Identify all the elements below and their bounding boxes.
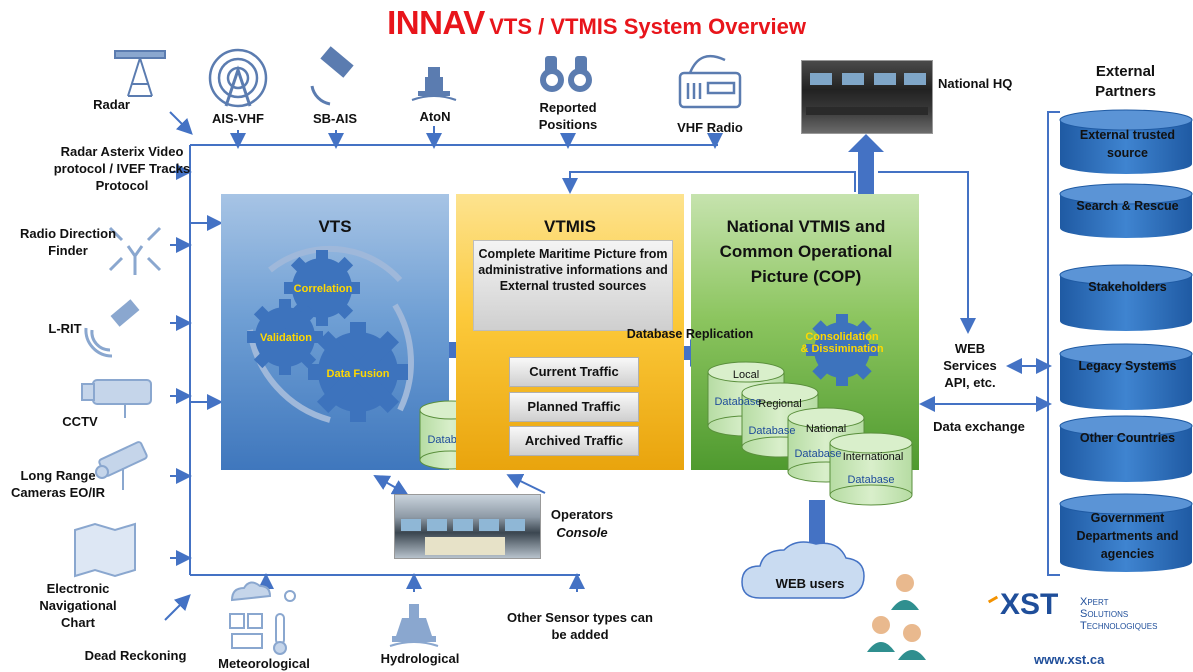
international-db-word: Database xyxy=(847,474,895,486)
correlation-gear-icon xyxy=(284,250,360,326)
dead-reckoning-label: Dead Reckoning xyxy=(84,648,187,663)
enc-label: Electronic Navigational Chart xyxy=(39,581,117,630)
web-services-label: WEB Services API, etc. xyxy=(943,341,997,390)
other-sensor-label: Other Sensor types can be added xyxy=(507,610,653,642)
data-fusion-gear-icon xyxy=(308,322,408,422)
rdf-label: Radio Direction Finder xyxy=(19,226,117,258)
vhf-radio-icon xyxy=(678,54,742,109)
title-rest: VTS / VTMIS System Overview xyxy=(489,14,806,39)
vts-title: VTS xyxy=(318,217,352,236)
binoculars-icon xyxy=(540,56,592,92)
local-db-label: Local xyxy=(732,369,760,381)
operators-console-image xyxy=(394,494,541,559)
console-label: Console xyxy=(556,525,608,540)
vtmis-title: VTMIS xyxy=(544,217,596,236)
validation-label: Validation xyxy=(260,332,312,344)
partner-search-rescue: Search & Rescue xyxy=(1076,199,1179,213)
sb-ais-label: SB-AIS xyxy=(312,111,358,126)
partner-stakeholders: Stakeholders xyxy=(1088,280,1167,294)
ais-vhf-icon xyxy=(208,48,268,108)
rdf-icon xyxy=(108,226,162,275)
meteorological-icon xyxy=(229,581,296,655)
partner-cylinder-3 xyxy=(1059,264,1193,331)
sb-ais-satellite-icon xyxy=(310,46,354,106)
lrit-label: L-RIT xyxy=(48,321,82,336)
logo-line3: Technologiques xyxy=(1080,620,1158,632)
partner-other-countries: Other Countries xyxy=(1079,431,1176,445)
partner-cylinder-2 xyxy=(1059,183,1193,238)
logo-url: www.xst.ca xyxy=(1034,652,1105,667)
xst-logo: XST Xpert Solutions Technologiques www.x… xyxy=(987,588,1188,668)
current-traffic-box: Current Traffic xyxy=(509,357,639,387)
reported-positions-label: Reported Positions xyxy=(538,100,598,132)
db-replication-label: Database Replication xyxy=(626,327,754,341)
national-db-label: National xyxy=(805,423,847,435)
aton-buoy-icon xyxy=(411,67,457,101)
meteorological-label: Meteorological xyxy=(218,656,310,671)
partner-cylinder-6 xyxy=(1059,493,1193,572)
users-icon xyxy=(867,574,926,660)
cop-title: National VTMIS and Common Operational Pi… xyxy=(719,217,893,286)
radar-label: Radar xyxy=(93,97,130,112)
aton-label: AtoN xyxy=(419,109,451,124)
vhf-radio-label: VHF Radio xyxy=(677,120,743,135)
partner-cylinder-1 xyxy=(1059,109,1193,174)
local-db-word: Database xyxy=(714,396,762,408)
hydrological-label: Hydrological xyxy=(380,651,460,666)
enc-map-icon xyxy=(74,522,136,578)
web-users-label: WEB users xyxy=(775,576,845,591)
logo-line1: Xpert xyxy=(1080,596,1109,608)
lrit-satellite-icon xyxy=(84,299,140,358)
partner-government: Government Departments and agencies xyxy=(1076,511,1179,561)
logo-mark: XST xyxy=(1000,588,1059,621)
operators-label: Operators xyxy=(550,507,614,522)
national-db-word: Database xyxy=(794,448,842,460)
cctv-label: CCTV xyxy=(62,414,98,429)
international-db-label: International xyxy=(842,451,904,463)
ais-vhf-label: AIS-VHF xyxy=(212,111,264,126)
national-hq-label: National HQ xyxy=(938,76,1013,91)
regional-db-label: Regional xyxy=(758,398,802,410)
international-database-icon xyxy=(829,432,913,506)
radar-icon xyxy=(114,50,166,97)
asterix-label: Radar Asterix Video protocol / IVEF Trac… xyxy=(53,144,191,193)
correlation-label: Correlation xyxy=(293,283,353,295)
consolidation-gear-icon xyxy=(806,314,878,386)
partner-legacy-systems: Legacy Systems xyxy=(1078,359,1177,373)
consolidation-label: Consolidation & Dissimination xyxy=(800,331,884,355)
data-exchange-label: Data exchange xyxy=(933,419,1025,434)
planned-traffic-box: Planned Traffic xyxy=(509,392,639,422)
long-range-camera-icon xyxy=(95,441,148,490)
title-brand: INNAV xyxy=(387,4,485,41)
archived-traffic-box: Archived Traffic xyxy=(509,426,639,456)
cloud-icon xyxy=(741,541,865,599)
partner-cylinder-5 xyxy=(1059,415,1193,482)
page-title: INNAV VTS / VTMIS System Overview xyxy=(0,4,1193,42)
cameras-label: Long Range Cameras EO/IR xyxy=(11,468,105,500)
data-fusion-label: Data Fusion xyxy=(326,368,390,380)
partner-cylinder-4 xyxy=(1059,343,1193,410)
external-partners-title: External Partners xyxy=(1095,63,1156,100)
maritime-picture-box: Complete Maritime Picture from administr… xyxy=(473,240,673,331)
partner-external-trusted: External trusted source xyxy=(1079,128,1176,160)
logo-line2: Solutions xyxy=(1080,608,1129,620)
cctv-icon xyxy=(81,379,152,418)
regional-db-word: Database xyxy=(748,425,796,437)
validation-gear-icon xyxy=(247,299,323,375)
national-hq-image xyxy=(801,60,933,134)
hydrological-buoy-icon xyxy=(389,604,439,647)
